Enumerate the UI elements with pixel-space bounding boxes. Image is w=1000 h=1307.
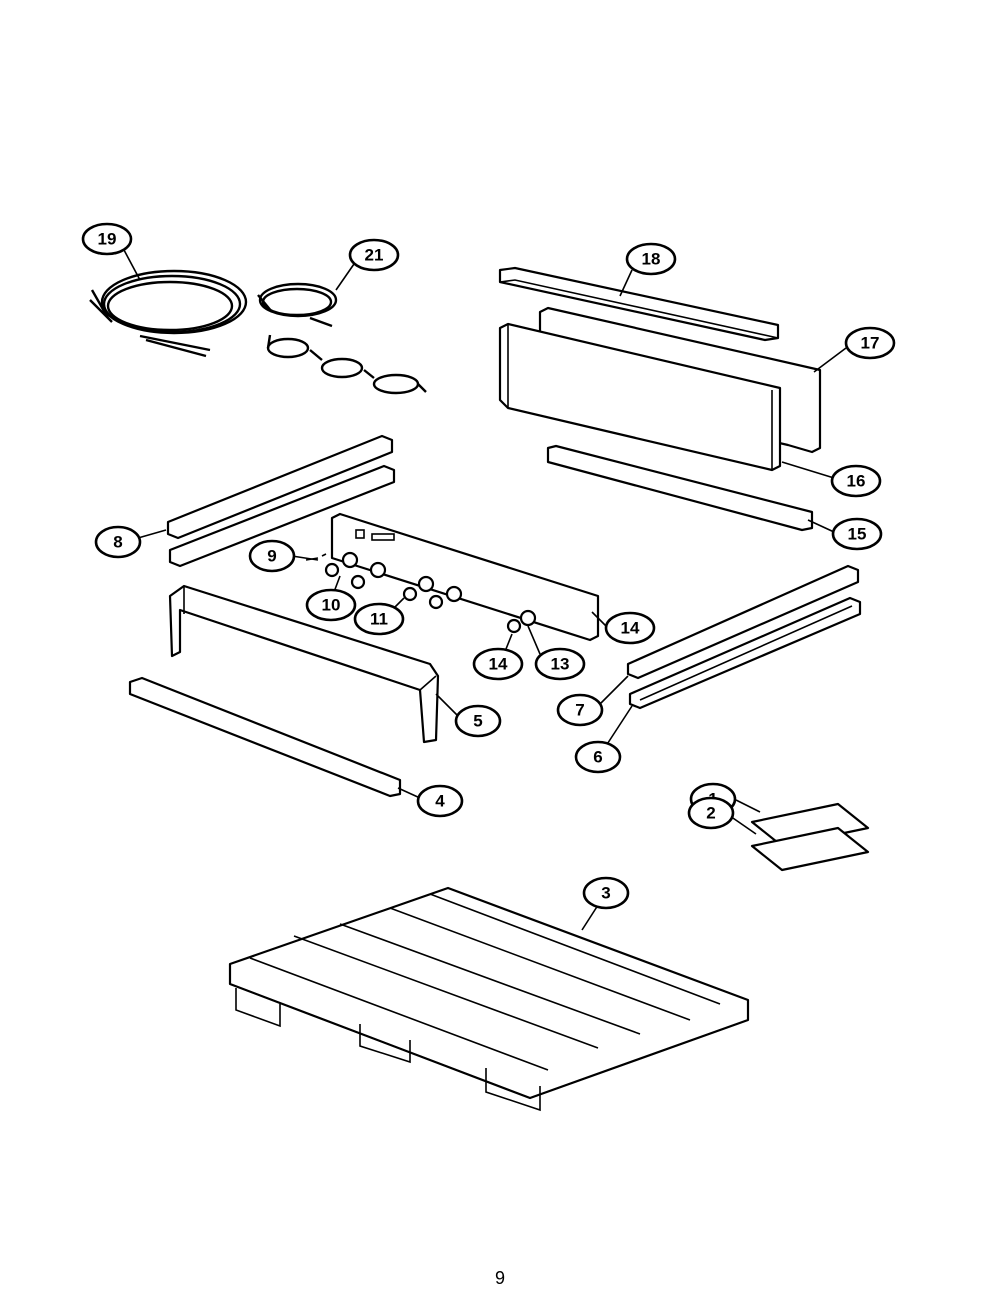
callout-19-label: 19 — [98, 230, 117, 249]
callout-19: 19 — [81, 222, 133, 256]
callout-14-knob: 14 — [472, 647, 524, 681]
callout-13-label: 13 — [551, 655, 570, 674]
part-3-pallet — [228, 886, 750, 1112]
callout-7: 7 — [556, 693, 604, 727]
callout-17-label: 17 — [861, 334, 880, 353]
callout-21: 21 — [348, 238, 400, 272]
callout-14b-label: 14 — [489, 655, 508, 674]
callout-18-label: 18 — [642, 250, 661, 269]
callout-2-label: 2 — [706, 804, 715, 823]
part-7-side-rail — [626, 564, 860, 680]
callout-5: 5 — [454, 704, 502, 738]
callout-2: 2 — [687, 796, 735, 830]
callout-4: 4 — [416, 784, 464, 818]
callout-8-label: 8 — [113, 533, 122, 552]
leader-lines — [123, 249, 847, 931]
callout-5-label: 5 — [473, 712, 482, 731]
callout-3-label: 3 — [601, 884, 610, 903]
part-6-side-rail — [628, 596, 862, 710]
callout-11: 11 — [353, 602, 405, 636]
callout-14a-label: 14 — [621, 619, 640, 638]
part-valves-knobs — [305, 551, 537, 634]
callout-15: 15 — [831, 517, 883, 551]
part-5-front-frame — [168, 584, 440, 744]
part-1-manual — [750, 802, 870, 848]
callout-16-label: 16 — [847, 472, 866, 491]
callout-9: 9 — [248, 539, 296, 573]
part-21-wire-coils — [257, 282, 427, 395]
callout-14-panel: 14 — [604, 611, 656, 645]
part-16-back-panel — [498, 322, 782, 472]
callout-7-label: 7 — [575, 701, 584, 720]
callout-3: 3 — [582, 876, 630, 910]
part-14-control-panel — [330, 512, 600, 642]
callout-17: 17 — [844, 326, 896, 360]
part-15-back-trim — [546, 444, 814, 532]
callout-10-label: 10 — [322, 596, 341, 615]
callout-6-label: 6 — [593, 748, 602, 767]
callout-21-label: 21 — [365, 246, 384, 265]
callout-15-label: 15 — [848, 525, 867, 544]
callout-13: 13 — [534, 647, 586, 681]
callout-18: 18 — [625, 242, 677, 276]
part-19-wire-coil — [89, 269, 248, 358]
part-2-manual — [750, 826, 870, 872]
callout-11-label: 11 — [370, 610, 388, 629]
part-18-top-trim — [498, 266, 780, 342]
part-4-front-rail — [128, 676, 402, 798]
callout-10: 10 — [305, 588, 357, 622]
part-8-side-rail — [166, 434, 396, 568]
callout-16: 16 — [830, 464, 882, 498]
callout-4-label: 4 — [435, 792, 445, 811]
callout-9-label: 9 — [267, 547, 276, 566]
callout-6: 6 — [574, 740, 622, 774]
page-number: 9 — [494, 1268, 505, 1288]
callout-8: 8 — [94, 525, 142, 559]
